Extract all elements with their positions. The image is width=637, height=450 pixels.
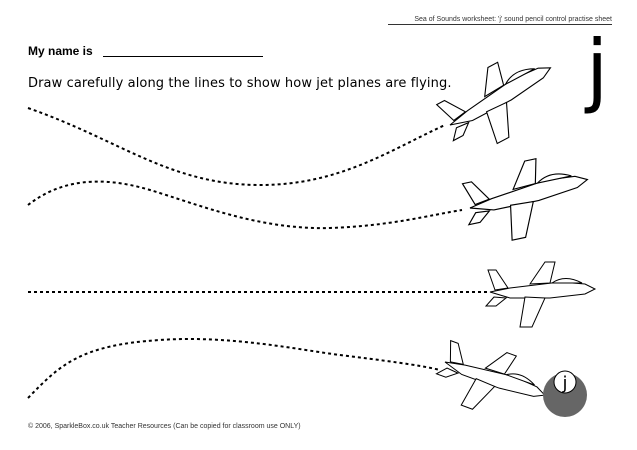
dotted-path-2[interactable] bbox=[27, 180, 463, 230]
jet-plane-icon bbox=[428, 331, 555, 432]
name-write-line[interactable] bbox=[103, 56, 263, 57]
footer-copyright: © 2006, SparkleBox.co.uk Teacher Resourc… bbox=[28, 423, 301, 430]
name-label: My name is bbox=[28, 44, 93, 58]
jet-plane-icon bbox=[457, 148, 598, 249]
sparklebox-badge-icon: j bbox=[543, 370, 587, 417]
instruction-text: Draw carefully along the lines to show h… bbox=[28, 76, 452, 91]
dotted-path-4[interactable] bbox=[27, 337, 441, 399]
dotted-path-1[interactable] bbox=[27, 107, 446, 187]
jet-plane-icon bbox=[430, 41, 571, 162]
badge-letter: j bbox=[561, 373, 567, 394]
header-title: Sea of Sounds worksheet: 'j' sound penci… bbox=[388, 16, 612, 25]
target-letter: j bbox=[586, 23, 609, 116]
jet-plane-icon bbox=[485, 261, 596, 328]
